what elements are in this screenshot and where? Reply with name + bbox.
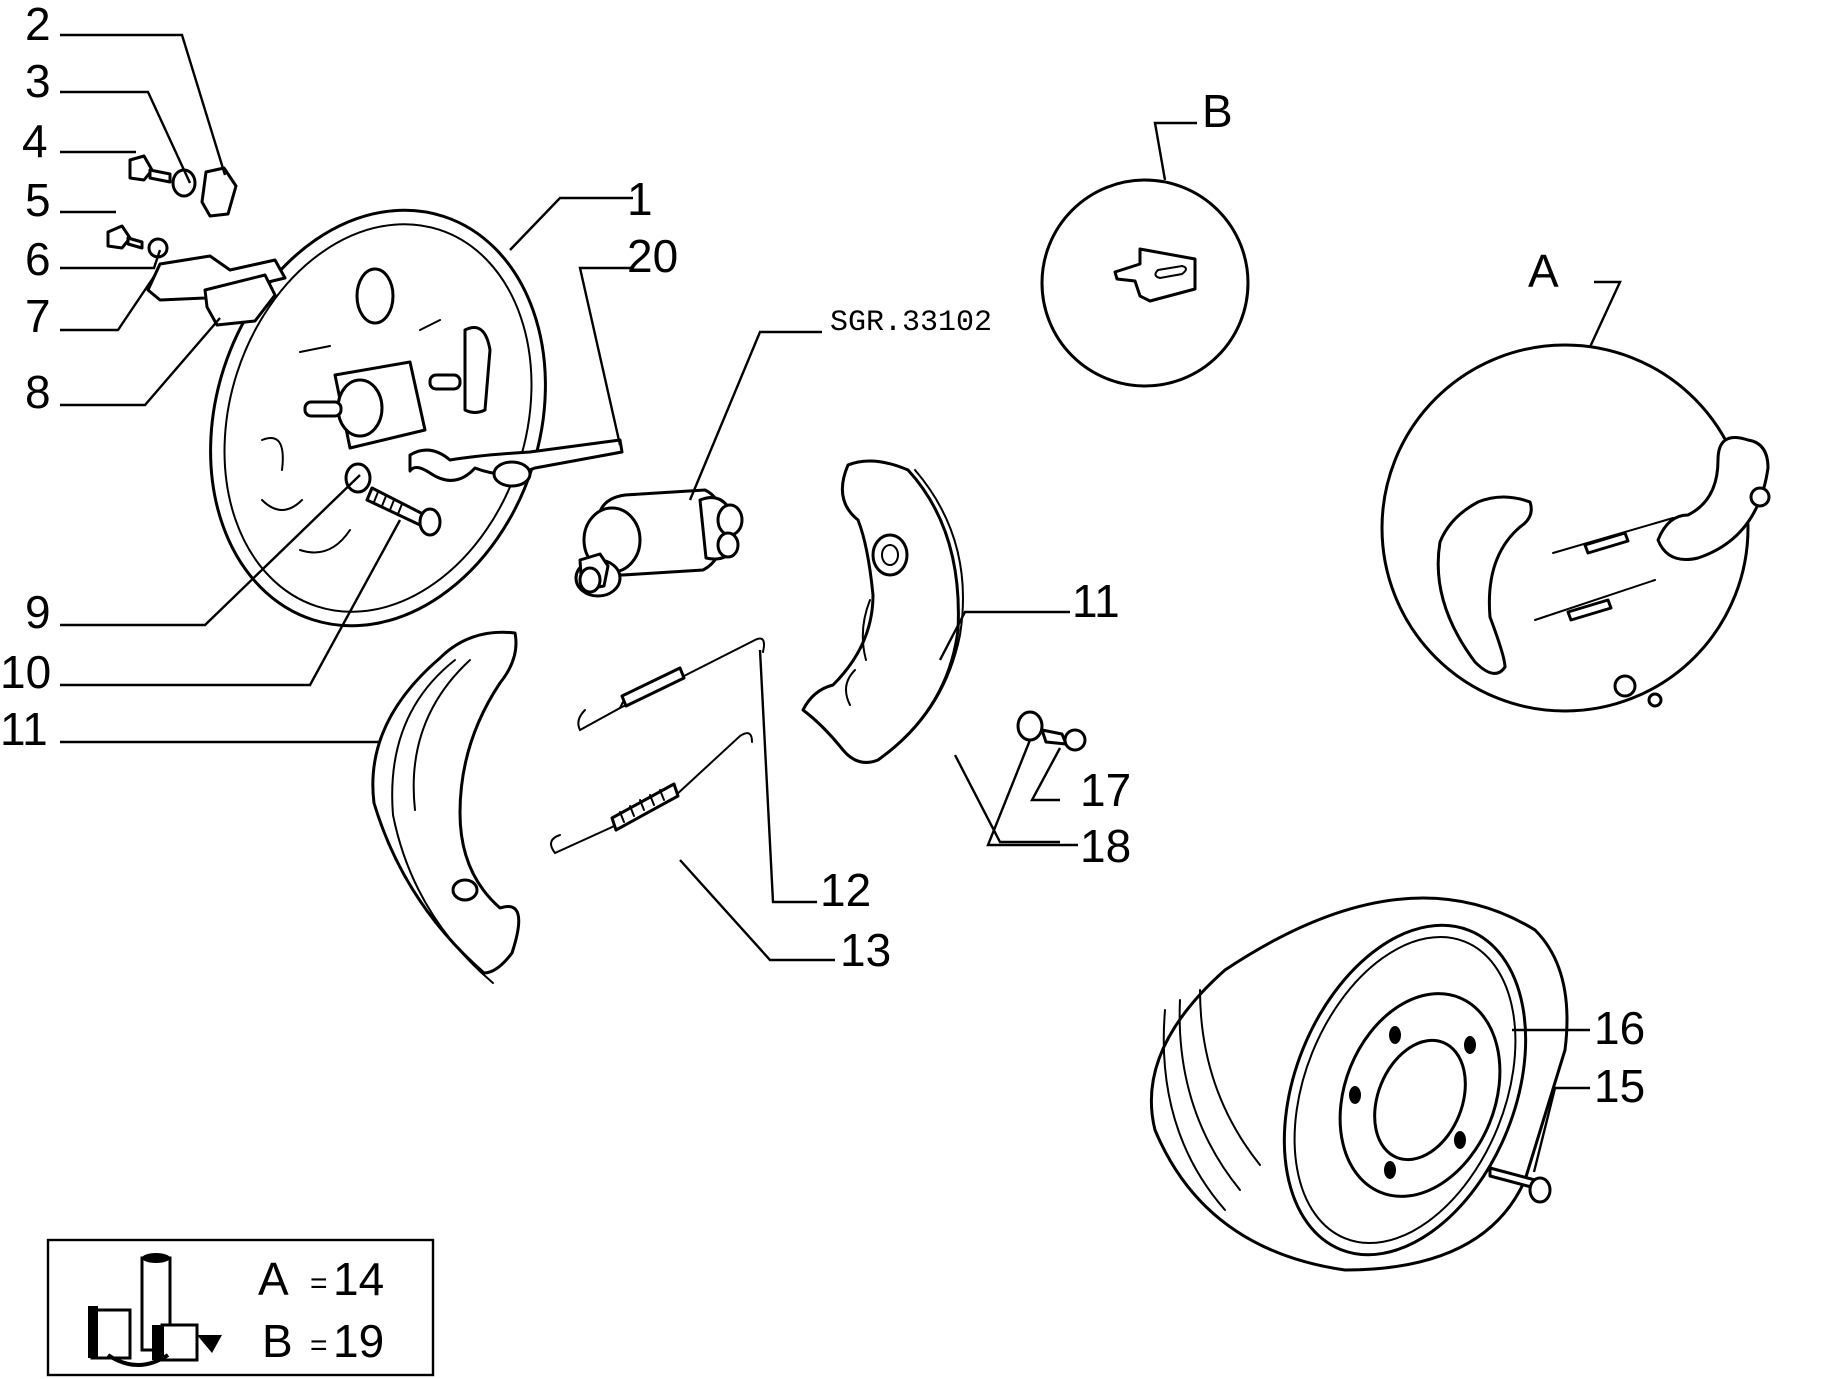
- legend-a-letter: A: [258, 1253, 289, 1305]
- callout-2: 2: [25, 0, 51, 50]
- drum-screw: [1488, 1166, 1552, 1204]
- detail-label-a: A: [1528, 245, 1559, 297]
- wheel-cylinder: [574, 488, 744, 598]
- callout-9: 9: [25, 586, 51, 638]
- callout-6: 6: [25, 233, 51, 285]
- callout-20: 20: [627, 230, 678, 282]
- callout-1: 1: [627, 173, 653, 225]
- legend-b-letter: B: [262, 1315, 293, 1367]
- lock-plate: [200, 166, 238, 218]
- brake-drum: [1149, 896, 1569, 1272]
- callout-11-left: 11: [0, 703, 48, 755]
- detail-a-circle: [1380, 343, 1771, 713]
- brake-shoe-right: [801, 459, 964, 764]
- callout-3: 3: [25, 55, 51, 107]
- callout-11-right: 11: [1072, 575, 1120, 627]
- bolt: [365, 486, 442, 537]
- adjuster-pin: [1040, 728, 1087, 752]
- legend-a-value: 14: [333, 1253, 384, 1305]
- callout-18: 18: [1080, 820, 1131, 872]
- callout-4: 4: [22, 115, 48, 167]
- lubricant-products-icon: [88, 1253, 222, 1367]
- brake-shoe-left: [371, 630, 521, 984]
- leader-lines: [60, 33, 1622, 1173]
- adjuster-bracket: [146, 254, 287, 302]
- return-spring-upper: [577, 637, 765, 732]
- screw: [128, 154, 172, 184]
- handbrake-lever: [408, 438, 624, 488]
- legend-box: A = 14 B = 19: [46, 1238, 435, 1377]
- backing-plate: [209, 208, 547, 628]
- callout-12: 12: [820, 864, 871, 916]
- legend-a-equals: =: [310, 1267, 328, 1300]
- adjuster-nut: [1016, 710, 1044, 742]
- legend-b-value: 19: [333, 1315, 384, 1367]
- detail-b-circle: [1040, 178, 1250, 388]
- detail-label-b: B: [1202, 85, 1233, 137]
- reference-code: SGR.33102: [830, 306, 992, 340]
- callout-15: 15: [1594, 1060, 1645, 1112]
- callout-8: 8: [25, 366, 51, 418]
- callout-7: 7: [25, 290, 51, 342]
- legend-b-equals: =: [310, 1329, 328, 1362]
- callout-16: 16: [1594, 1002, 1645, 1054]
- adjuster-bracket: [203, 273, 277, 327]
- washer: [171, 168, 197, 198]
- callout-13: 13: [840, 924, 891, 976]
- callout-5: 5: [25, 174, 51, 226]
- callout-17: 17: [1080, 764, 1131, 816]
- screw: [106, 224, 144, 250]
- callout-10: 10: [0, 646, 51, 698]
- return-spring-lower: [550, 732, 753, 855]
- callouts: 2 3 4 5 6 7 8 9 10 11 1 20 11 17 18 12 1…: [0, 0, 1645, 1112]
